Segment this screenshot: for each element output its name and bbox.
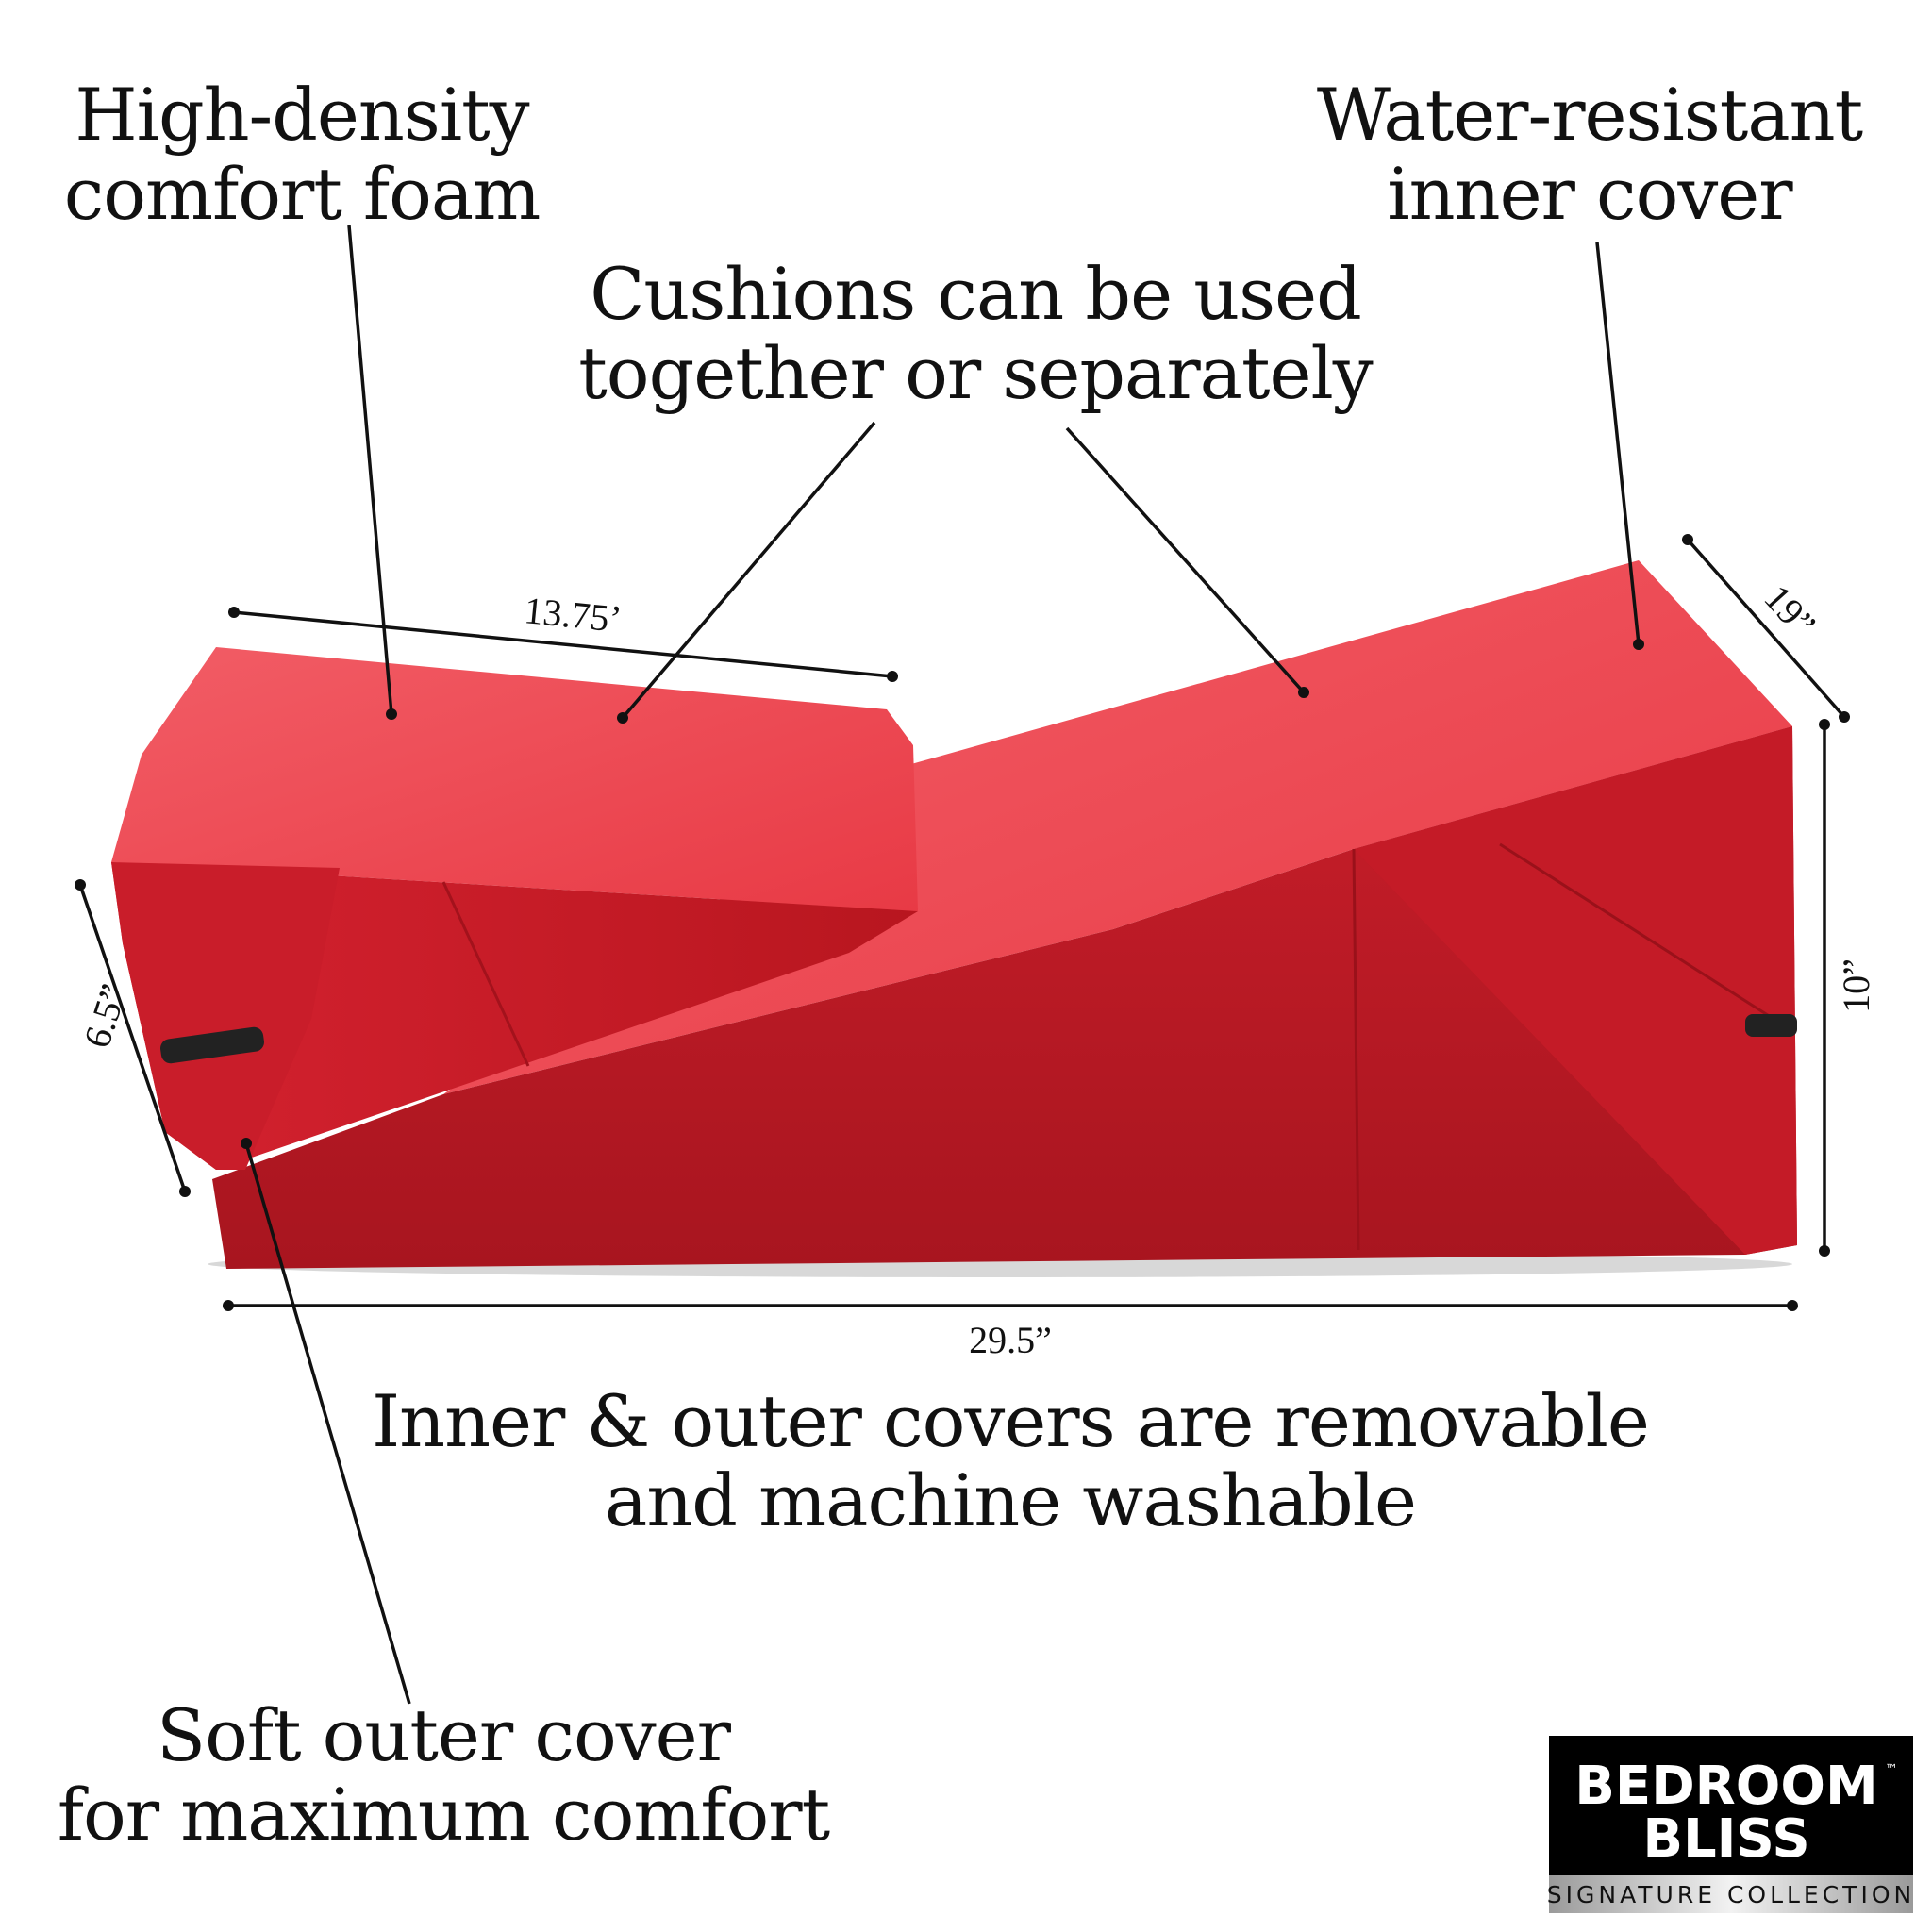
callout-water-line2: inner cover xyxy=(1387,152,1793,236)
callout-covers-line2: and machine washable xyxy=(605,1458,1416,1542)
logo-tagline: SIGNATURE COLLECTION xyxy=(1547,1881,1915,1908)
small-wedge-end xyxy=(111,862,340,1170)
water-leader-dot xyxy=(1633,639,1644,650)
dim-line-height-small xyxy=(78,884,187,1192)
dim-label-depth: 19” xyxy=(1757,576,1824,645)
logo-trademark: ™ xyxy=(1885,1762,1898,1777)
zipper xyxy=(1745,1014,1797,1037)
foam-leader-dot xyxy=(386,708,397,720)
callout-water-line1: Water-resistant xyxy=(1317,73,1863,157)
brand-logo: BEDROOM BLISS ™ SIGNATURE COLLECTION xyxy=(1547,1736,1915,1913)
dim-endpoint xyxy=(223,1300,234,1311)
callout-foam-line1: High-density xyxy=(75,73,529,157)
cushions-leader-dot-left xyxy=(617,712,628,724)
dim-line-small-length xyxy=(233,610,893,678)
dim-label-total-length: 29.5” xyxy=(969,1319,1052,1361)
cushions-leader-dot-right xyxy=(1298,687,1309,698)
seam xyxy=(441,881,530,1067)
dimension-lines xyxy=(75,534,1850,1311)
callout-soft-line2: for maximum comfort xyxy=(58,1773,830,1857)
cushions-leader-line-left xyxy=(621,421,876,720)
seam xyxy=(1352,848,1360,1251)
foam-leader-line xyxy=(347,225,393,715)
callout-cushions-line2: together or separately xyxy=(578,331,1374,415)
callout-lines xyxy=(241,225,1644,1705)
dim-label-small-length: 13.75’ xyxy=(523,589,624,641)
dim-endpoint xyxy=(1839,711,1850,723)
logo-tagline-band xyxy=(1549,1875,1913,1913)
logo-background xyxy=(1549,1736,1913,1875)
dim-endpoint xyxy=(1787,1300,1798,1311)
dim-label-height-large: 10” xyxy=(1835,958,1877,1013)
callout-foam-line2: comfort foam xyxy=(64,152,541,236)
cushions-leader-line-right xyxy=(1065,426,1306,694)
dim-line-depth xyxy=(1686,538,1846,719)
dim-endpoint xyxy=(228,607,240,618)
large-wedge-end xyxy=(1354,726,1797,1255)
soft-leader-line xyxy=(244,1142,411,1705)
callout-cushions-line1: Cushions can be used xyxy=(590,252,1361,336)
dim-endpoint xyxy=(1819,719,1830,730)
callout-soft-line1: Soft outer cover xyxy=(157,1693,732,1777)
soft-leader-dot xyxy=(241,1138,252,1149)
small-wedge-top xyxy=(111,647,918,911)
dim-label-height-small: 6.5” xyxy=(75,979,136,1053)
seam xyxy=(1499,842,1774,1021)
small-wedge-cushion xyxy=(111,647,918,1170)
dim-endpoint xyxy=(1819,1245,1830,1257)
dim-endpoint xyxy=(179,1186,191,1197)
callout-covers-line1: Inner & outer covers are removable xyxy=(372,1379,1649,1463)
water-leader-line xyxy=(1595,242,1641,645)
dim-endpoint xyxy=(1682,534,1693,545)
zipper xyxy=(160,1026,264,1064)
logo-line2: BLISS xyxy=(1642,1808,1809,1870)
dim-endpoint xyxy=(887,671,898,682)
dim-endpoint xyxy=(75,879,86,891)
logo-line1: BEDROOM xyxy=(1574,1756,1877,1817)
